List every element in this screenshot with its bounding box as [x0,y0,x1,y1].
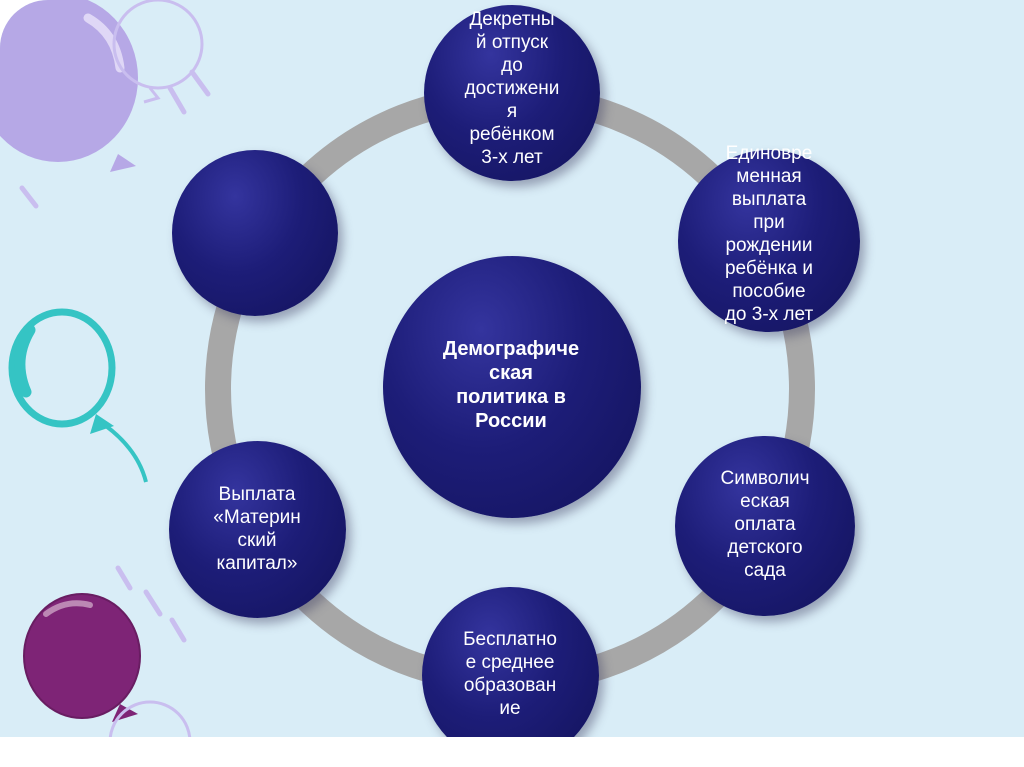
node-empty-circle [172,150,338,316]
node-kindergarten-circle [675,436,855,616]
node-lump-sum-label: Единовре менная выплата при рождении реб… [724,143,814,325]
node-maternal-capital-label: Выплата «Материн ский капитал» [213,484,301,574]
balloon-magenta-icon [23,593,141,722]
node-decree-leave-label: Декретны й отпуск до достижени я ребёнко… [464,9,560,168]
sparkle-lines-icon [19,69,211,643]
node-decree-leave-circle [424,5,600,181]
center-label: Демографиче ская политика в России [442,338,580,432]
node-free-education-label: Бесплатно е среднее образован ие [463,629,557,719]
node-kindergarten-label: Символич еская оплата детского сада [720,468,810,581]
balloon-outline-bottom-icon [108,700,192,737]
node-free-education-circle [422,587,599,737]
center-ellipse [383,256,641,518]
node-lump-sum-circle [678,150,860,332]
slide: Декретны й отпуск до достижени я ребёнко… [0,0,1024,737]
balloon-teal-icon [8,308,148,483]
balloon-outline-top-icon [112,0,204,104]
node-maternal-capital-circle [169,441,346,618]
decorations [0,0,211,737]
